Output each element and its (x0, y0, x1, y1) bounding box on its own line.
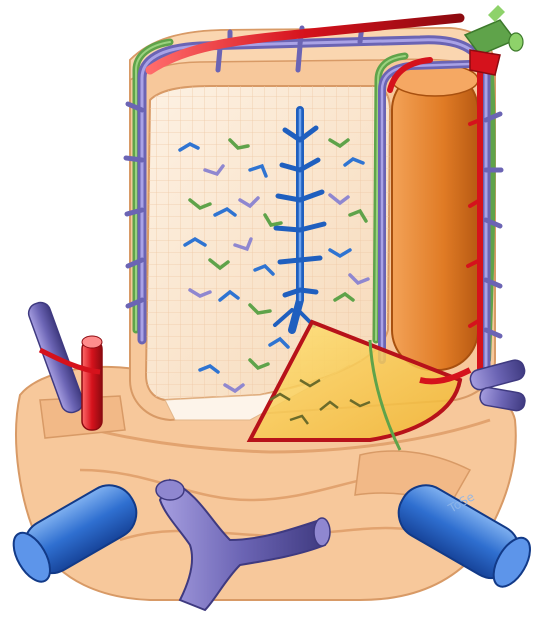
muscle-fiber (392, 64, 478, 370)
vessel-stumps-top-right (465, 5, 523, 75)
